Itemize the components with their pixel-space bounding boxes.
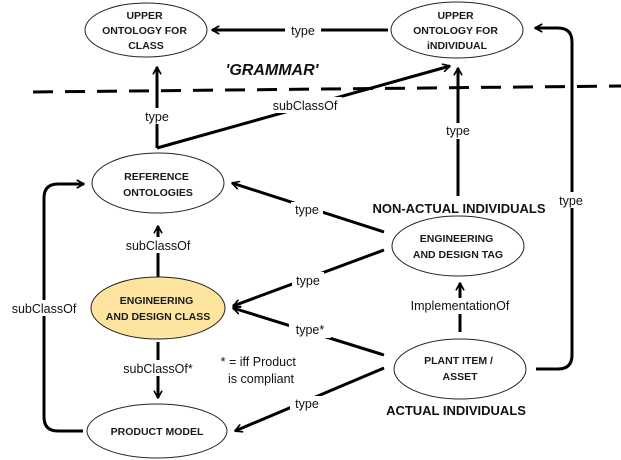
node-label: UPPER bbox=[437, 10, 474, 22]
svg-text:PLANT ITEM / ASSET: PLANT ITEM / ASSET bbox=[424, 355, 496, 383]
edge-label: subClassOf bbox=[12, 302, 77, 316]
edge-label: subClassOf bbox=[126, 239, 191, 253]
note-line: * = iff Product bbox=[221, 355, 297, 369]
node-label: ENGINEERING bbox=[420, 233, 494, 245]
edge-labels: type type subClassOf type type type subC… bbox=[6, 22, 588, 412]
node-label: UPPER bbox=[126, 10, 163, 22]
node-reference-ontologies[interactable]: REFERENCE ONTOLOGIES bbox=[91, 152, 225, 214]
edge-label: type bbox=[295, 203, 319, 217]
node-engineering-design-class[interactable]: ENGINEERING AND DESIGN CLASS bbox=[90, 276, 226, 340]
node-product-model[interactable]: PRODUCT MODEL bbox=[86, 403, 228, 459]
svg-text:ENGINEERING AND DESIGN C: ENGINEERING AND DESIGN CLASS bbox=[106, 295, 210, 323]
edge-label: type bbox=[446, 124, 470, 138]
svg-text:UPPER ONTOLOGY FOR: UPPER ONTOLOGY FOR CLASS bbox=[102, 10, 190, 52]
edge-label: type bbox=[145, 110, 169, 124]
node-label: ONTOLOGY FOR bbox=[413, 25, 498, 37]
node-label: ASSET bbox=[442, 371, 478, 383]
non-actual-individuals-label: NON-ACTUAL INDIVIDUALS bbox=[372, 201, 545, 216]
node-label: iNDIVIDUAL bbox=[427, 40, 488, 52]
svg-text:UPPER ONTOLOGY FOR: UPPER ONTOLOGY FOR iNDIVIDUAL bbox=[413, 10, 501, 52]
grammar-divider bbox=[32, 84, 621, 94]
edge-label: type* bbox=[296, 323, 325, 337]
edge-label: ImplementationOf bbox=[411, 299, 510, 313]
node-engineering-design-tag[interactable]: ENGINEERING AND DESIGN TAG bbox=[391, 215, 525, 277]
note-line: is compliant bbox=[228, 372, 295, 386]
node-label: PRODUCT MODEL bbox=[111, 426, 204, 438]
node-label: ONTOLOGY FOR bbox=[102, 25, 187, 37]
node-label: ENGINEERING bbox=[120, 295, 194, 307]
svg-text:REFERENCE ONTOLOGIES: REFERENCE ONTOLOGIES bbox=[123, 171, 193, 199]
edge-label: subClassOf* bbox=[123, 362, 193, 376]
node-label: PLANT ITEM / bbox=[424, 355, 493, 367]
node-label: REFERENCE bbox=[124, 171, 189, 183]
edge-label: type bbox=[295, 397, 319, 411]
node-label: ONTOLOGIES bbox=[123, 187, 193, 199]
grammar-label: 'GRAMMAR' bbox=[226, 62, 320, 79]
node-label: AND DESIGN TAG bbox=[413, 249, 503, 261]
node-upper-ontology-class[interactable]: UPPER ONTOLOGY FOR CLASS bbox=[84, 2, 208, 58]
node-label: AND DESIGN CLASS bbox=[106, 311, 210, 323]
node-label: CLASS bbox=[128, 40, 164, 52]
svg-text:ENGINEERING AND DESIGN T: ENGINEERING AND DESIGN TAG bbox=[413, 233, 503, 261]
edge-label: type bbox=[559, 194, 583, 208]
edge-label: type bbox=[291, 24, 315, 38]
edge-label: type bbox=[296, 274, 320, 288]
node-plant-item-asset[interactable]: PLANT ITEM / ASSET bbox=[393, 338, 527, 400]
svg-text:PRODUCT MODEL: PRODUCT MODEL bbox=[111, 426, 204, 438]
node-upper-ontology-individual[interactable]: UPPER ONTOLOGY FOR iNDIVIDUAL bbox=[390, 1, 524, 59]
edge-label: subClassOf bbox=[273, 99, 338, 113]
actual-individuals-label: ACTUAL INDIVIDUALS bbox=[386, 403, 526, 418]
compliance-note: * = iff Product is compliant bbox=[221, 355, 300, 386]
